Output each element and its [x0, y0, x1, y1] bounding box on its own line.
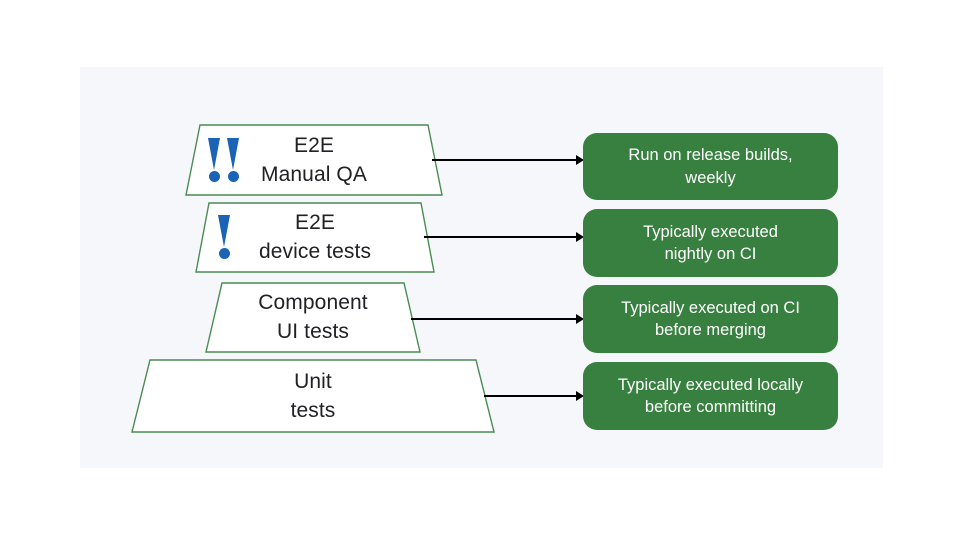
callout-e2e-device-tests[interactable]: Typically executed nightly on CI — [583, 209, 838, 277]
callout-unit-tests[interactable]: Typically executed locally before commit… — [583, 362, 838, 430]
exclamation-mark-1 — [208, 138, 221, 182]
callout-line-1: Typically executed locally — [617, 375, 804, 394]
callout-e2e-manual-qa[interactable]: Run on release builds, weekly — [583, 133, 838, 200]
double-exclamation-icon — [208, 138, 240, 182]
exclamation-mark-1 — [218, 215, 231, 259]
trapezoid-shape-e2e-manual-qa — [185, 124, 443, 196]
callout-line-1: Typically executed on CI — [621, 298, 800, 317]
callout-line-2: nightly on CI — [664, 245, 757, 263]
callout-component-ui-tests[interactable]: Typically executed on CI before merging — [583, 285, 838, 353]
arrow-unit-tests — [484, 390, 584, 402]
callout-line-1: Run on release builds, — [628, 146, 793, 165]
pyramid-level-e2e-device-tests[interactable]: E2E device tests — [195, 202, 435, 273]
callout-line-2: before merging — [655, 321, 766, 339]
callout-line-2: weekly — [685, 168, 736, 187]
exclamation-mark-2 — [227, 138, 240, 182]
callout-line-2: before committing — [644, 398, 777, 416]
pyramid-level-component-ui-tests[interactable]: Component UI tests — [205, 282, 421, 353]
arrow-e2e-device-tests — [424, 231, 584, 243]
single-exclamation-icon — [218, 215, 231, 259]
arrow-e2e-manual-qa — [432, 154, 584, 166]
trapezoid-shape-unit-tests — [131, 359, 495, 433]
pyramid-level-e2e-manual-qa[interactable]: E2E Manual QA — [185, 124, 443, 196]
callout-line-1: Typically executed — [643, 222, 778, 241]
arrow-component-ui-tests — [411, 313, 584, 325]
pyramid-level-unit-tests[interactable]: Unit tests — [131, 359, 495, 433]
trapezoid-shape-component-ui-tests — [205, 282, 421, 353]
trapezoid-shape-e2e-device-tests — [195, 202, 435, 273]
